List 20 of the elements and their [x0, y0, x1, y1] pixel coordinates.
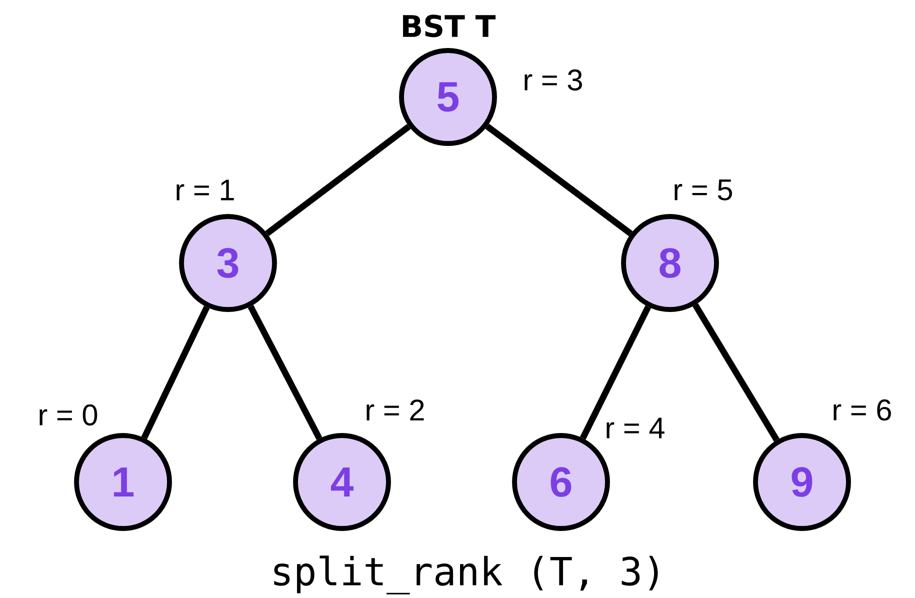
tree-edge	[248, 304, 322, 440]
rank-label: r = 1	[176, 180, 234, 200]
rank-label: r = 3	[524, 69, 582, 91]
tree-node: 1	[74, 433, 172, 531]
caption: split_rank (T, 3)	[274, 556, 658, 594]
title: BST T	[403, 14, 496, 38]
tree-edge	[580, 305, 652, 440]
tree-edge	[265, 124, 411, 236]
tree-node: 4	[293, 433, 391, 531]
tree-edge	[485, 124, 633, 236]
tree-node: 5	[399, 48, 497, 146]
rank-label: r = 2	[366, 400, 424, 420]
tree-edge	[141, 306, 210, 440]
tree-node: 3	[179, 214, 277, 312]
rank-label: r = 5	[674, 180, 732, 200]
rank-label: r = 6	[834, 399, 891, 421]
tree-node: 9	[753, 433, 851, 531]
tree-edge	[692, 303, 780, 442]
tree-node: 8	[621, 214, 719, 312]
rank-label: r = 0	[40, 404, 98, 426]
